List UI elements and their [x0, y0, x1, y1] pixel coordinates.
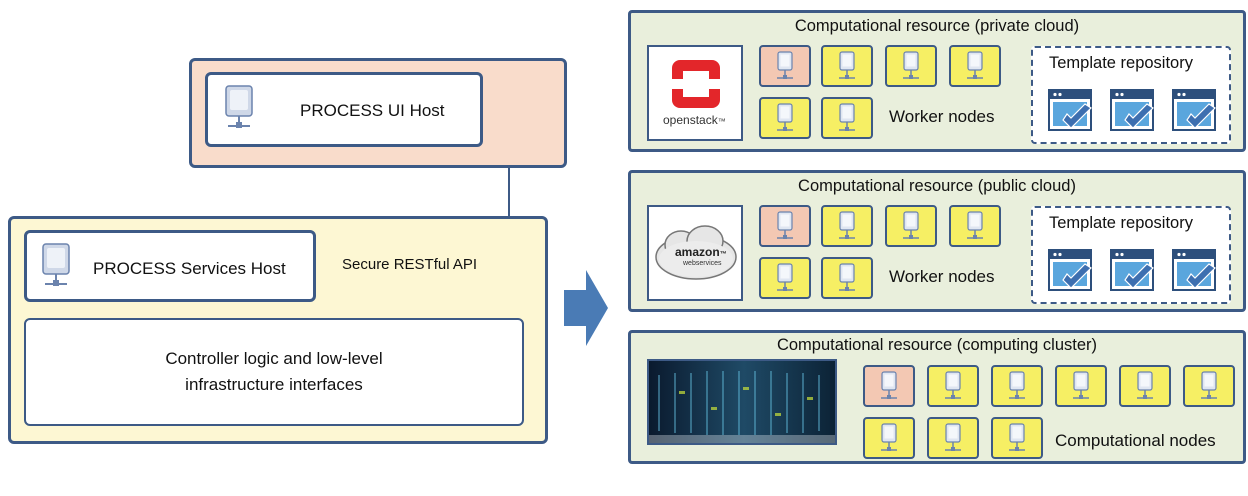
private-worker-label: Worker nodes: [889, 107, 995, 126]
compute-node: [1055, 365, 1107, 407]
server-icon: [1073, 371, 1089, 399]
amazon-cloud-icon: [655, 225, 737, 280]
compute-node: [863, 417, 915, 459]
server-icon: [777, 51, 793, 79]
cluster-panel: Computational resource (computing cluste…: [628, 330, 1246, 464]
openstack-logo: openstack™: [647, 45, 743, 141]
server-icon: [945, 371, 961, 399]
flow-arrow-icon: [564, 270, 608, 346]
worker-node: [821, 97, 873, 139]
template-icon: [1110, 89, 1154, 131]
server-icon: [777, 211, 793, 239]
server-icon: [967, 51, 983, 79]
controller-box: Controller logic and low-level infrastru…: [24, 318, 524, 426]
server-icon: [881, 423, 897, 451]
server-icon: [225, 85, 253, 128]
public-worker-label: Worker nodes: [889, 267, 995, 286]
compute-node: [1183, 365, 1235, 407]
compute-node: [991, 365, 1043, 407]
server-icon: [839, 211, 855, 239]
compute-node: [991, 417, 1043, 459]
public-repo-title: Template repository: [1049, 214, 1193, 232]
server-icon: [1009, 423, 1025, 451]
private-cloud-panel: Computational resource (private cloud) o…: [628, 10, 1246, 152]
server-icon: [967, 211, 983, 239]
api-label: Secure RESTful API: [342, 256, 478, 273]
template-icon: [1048, 89, 1092, 131]
openstack-icon: [669, 60, 723, 108]
amazon-wordmark: amazon™: [675, 245, 727, 259]
controller-line-2: infrastructure interfaces: [185, 375, 363, 394]
master-node: [759, 45, 811, 87]
services-host-box: PROCESS Services Host: [24, 230, 316, 302]
cluster-image: [647, 359, 837, 445]
master-node: [863, 365, 915, 407]
compute-node: [927, 365, 979, 407]
server-icon: [1137, 371, 1153, 399]
worker-node: [759, 257, 811, 299]
openstack-wordmark: openstack™: [663, 113, 726, 127]
worker-node: [821, 257, 873, 299]
server-icon: [903, 51, 919, 79]
compute-node: [927, 417, 979, 459]
webservices-wordmark: webservices: [683, 260, 722, 267]
cluster-title: Computational resource (computing cluste…: [776, 336, 1098, 354]
compute-node: [1119, 365, 1171, 407]
server-icon: [777, 263, 793, 291]
server-icon: [839, 103, 855, 131]
worker-node: [885, 205, 937, 247]
amazon-logo: amazon™ webservices: [647, 205, 743, 301]
worker-node: [821, 45, 873, 87]
private-repo-title: Template repository: [1049, 54, 1193, 72]
server-icon: [945, 423, 961, 451]
server-icon: [1201, 371, 1217, 399]
ui-host-label: PROCESS UI Host: [300, 101, 445, 120]
server-icon: [42, 243, 70, 286]
server-icon: [881, 371, 897, 399]
template-icon: [1110, 249, 1154, 291]
master-node: [759, 205, 811, 247]
services-host-label: PROCESS Services Host: [93, 259, 286, 278]
server-icon: [777, 103, 793, 131]
public-template-repo: Template repository: [1031, 206, 1231, 304]
server-icon: [839, 51, 855, 79]
public-cloud-title: Computational resource (public cloud): [798, 177, 1076, 195]
worker-node: [949, 45, 1001, 87]
server-icon: [1009, 371, 1025, 399]
ui-host-box: PROCESS UI Host: [205, 72, 483, 147]
cluster-nodes-label: Computational nodes: [1055, 431, 1216, 450]
controller-line-1: Controller logic and low-level: [165, 349, 383, 368]
worker-node: [885, 45, 937, 87]
template-icon: [1048, 249, 1092, 291]
private-cloud-title: Computational resource (private cloud): [794, 17, 1080, 35]
server-rack-image: [649, 361, 835, 443]
worker-node: [821, 205, 873, 247]
server-icon: [839, 263, 855, 291]
template-icon: [1172, 249, 1216, 291]
template-icon: [1172, 89, 1216, 131]
public-cloud-panel: Computational resource (public cloud) am…: [628, 170, 1246, 312]
worker-node: [949, 205, 1001, 247]
server-icon: [903, 211, 919, 239]
private-template-repo: Template repository: [1031, 46, 1231, 144]
worker-node: [759, 97, 811, 139]
